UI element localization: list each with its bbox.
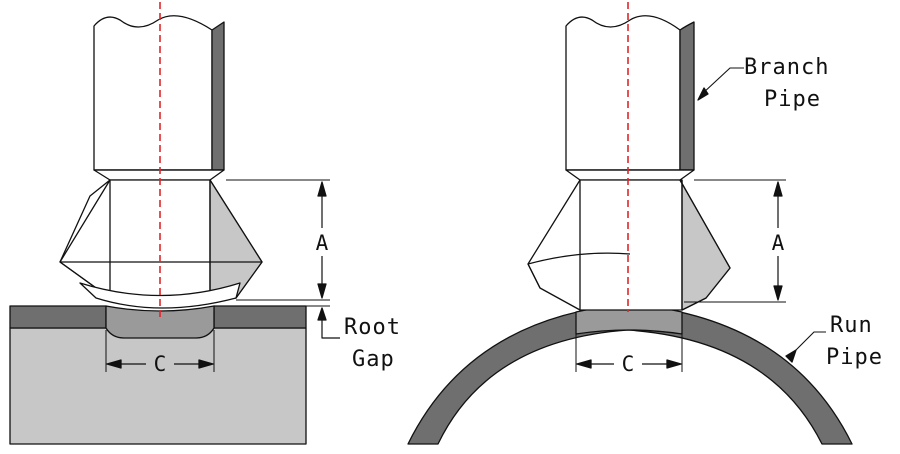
right-dim-c-label: C: [622, 352, 635, 376]
left-run-plate-body: [9, 327, 307, 445]
root-gap-label-line1: Root: [344, 315, 401, 340]
left-weld-hole: [105, 305, 215, 339]
root-gap-leader: [321, 320, 340, 339]
right-dim-a-arrow-bottom: [773, 285, 783, 301]
left-run-plate-top-left: [9, 305, 107, 329]
left-figure: A Root Gap C: [9, 2, 401, 445]
root-gap-label-line2: Gap: [352, 347, 395, 372]
right-dim-a-mask: [768, 228, 788, 256]
right-figure: A C Branch Pipe Run Pipe: [407, 2, 883, 445]
right-fitting-curve: [527, 252, 631, 265]
left-dim-c-arrow-right: [198, 359, 214, 369]
left-run-plate-top-right: [213, 305, 307, 329]
left-dim-a-label: A: [316, 231, 329, 255]
branch-pipe-label-line2: Pipe: [764, 87, 821, 112]
right-neck: [565, 169, 695, 181]
left-dim-a-arrow-bottom: [317, 283, 327, 299]
left-dim-a-mask: [312, 228, 332, 256]
right-dim-a-arrow-top: [773, 181, 783, 197]
right-dim-a-label: A: [772, 231, 785, 255]
right-branch-pipe-shade: [679, 21, 695, 171]
run-pipe-leader: [789, 331, 826, 357]
left-branch-pipe: [93, 15, 213, 171]
root-gap-arrow: [317, 307, 327, 321]
left-fitting-shade: [209, 179, 263, 299]
right-dim-c-arrow-right: [666, 359, 682, 369]
left-dim-c-label: C: [154, 352, 167, 376]
left-fitting-bottom: [79, 282, 241, 309]
branch-pipe-leader: [701, 67, 744, 95]
right-run-pipe: [407, 303, 853, 445]
run-pipe-label-line2: Pipe: [826, 345, 883, 370]
run-pipe-label-line1: Run: [830, 313, 873, 338]
right-fitting-shade: [679, 179, 731, 311]
right-fitting-bevel: [527, 263, 541, 289]
branch-pipe-label-line1: Branch: [744, 55, 829, 80]
left-dim-c-arrow-left: [106, 359, 122, 369]
left-fitting-bevel: [59, 179, 111, 299]
left-branch-pipe-shade: [211, 21, 225, 171]
left-dim-a-arrow-top: [317, 181, 327, 197]
left-neck: [93, 169, 225, 181]
right-dim-c-arrow-left: [576, 359, 592, 369]
right-branch-pipe: [565, 15, 681, 171]
